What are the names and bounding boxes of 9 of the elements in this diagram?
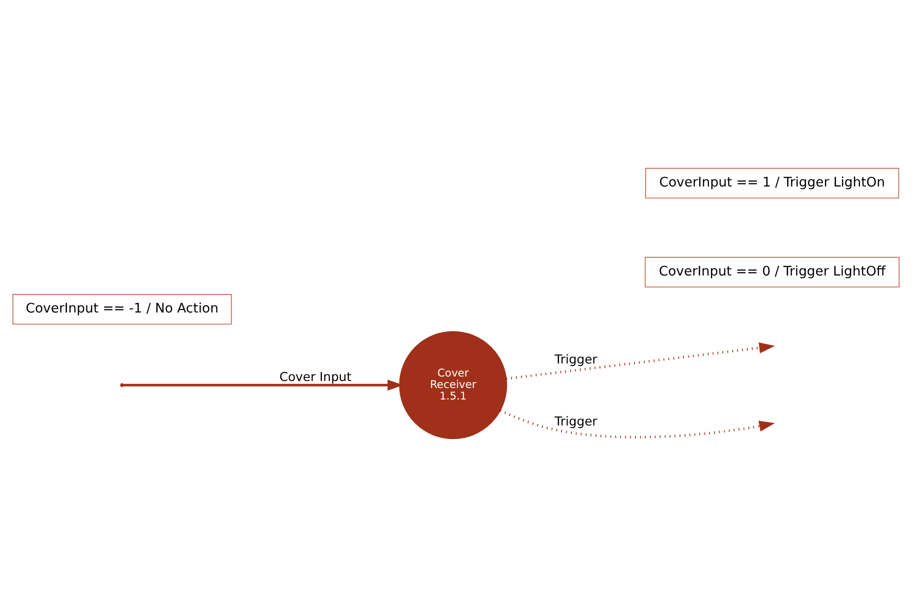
arrow <box>506 342 775 380</box>
edge-label: Trigger <box>554 414 598 428</box>
arrow <box>500 408 775 438</box>
edge-label: Trigger <box>554 352 598 366</box>
edge-label: Cover Input <box>279 369 352 384</box>
node-circle: Cover Receiver 1.5.1 <box>399 330 508 439</box>
node-box: CoverInput == 1 / Trigger LightOn <box>645 167 900 198</box>
node-box: CoverInput == -1 / No Action <box>12 294 232 324</box>
node-box: CoverInput == 0 / Trigger LightOff <box>644 256 900 287</box>
